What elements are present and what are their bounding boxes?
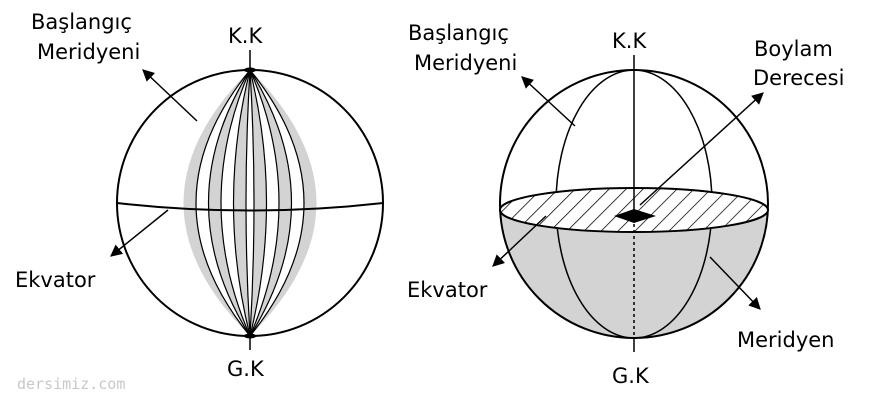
left-meridian-lines <box>195 70 305 336</box>
right-meridian-arrow <box>709 256 761 310</box>
gore-shaded-1 <box>183 70 250 336</box>
right-start-meridian-arrow <box>521 76 576 127</box>
right-equator-label: Ekvator <box>407 278 488 302</box>
right-center-mark <box>614 209 656 223</box>
watermark: dersimiz.com <box>17 375 125 393</box>
left-equator-label: Ekvator <box>15 268 96 292</box>
right-start-meridian-label-1: Başlangıç <box>408 21 509 45</box>
left-equator-line <box>116 202 384 212</box>
left-south-pole-dot <box>244 333 256 339</box>
left-start-meridian-label-1: Başlangıç <box>31 10 132 34</box>
right-equator-arrow <box>492 215 547 267</box>
right-start-meridian-label-2: Meridyeni <box>414 51 517 75</box>
left-start-meridian-arrow <box>142 69 198 122</box>
right-south-pole-label: G.K <box>612 364 650 388</box>
right-longitude-degree-arrow <box>639 92 764 206</box>
right-globe: Başlangıç Meridyeni K.K Boylam Derecesi … <box>407 21 844 388</box>
left-start-meridian-label-2: Meridyeni <box>37 40 140 64</box>
right-meridian-label: Meridyen <box>737 328 835 352</box>
left-globe: Başlangıç Meridyeni K.K G.K Ekvator <box>15 10 384 381</box>
gore-shaded-6 <box>250 70 317 336</box>
left-north-pole-dot <box>244 67 256 73</box>
left-south-pole-label: G.K <box>227 357 265 381</box>
right-north-pole-label: K.K <box>612 29 647 53</box>
right-lower-hemisphere-shade <box>500 204 768 338</box>
left-north-pole-label: K.K <box>228 24 263 48</box>
right-longitude-degree-label-1: Boylam <box>754 37 833 61</box>
left-equator-arrow <box>110 209 169 257</box>
left-globe-gores <box>117 70 383 336</box>
right-longitude-degree-label-2: Derecesi <box>753 66 844 90</box>
